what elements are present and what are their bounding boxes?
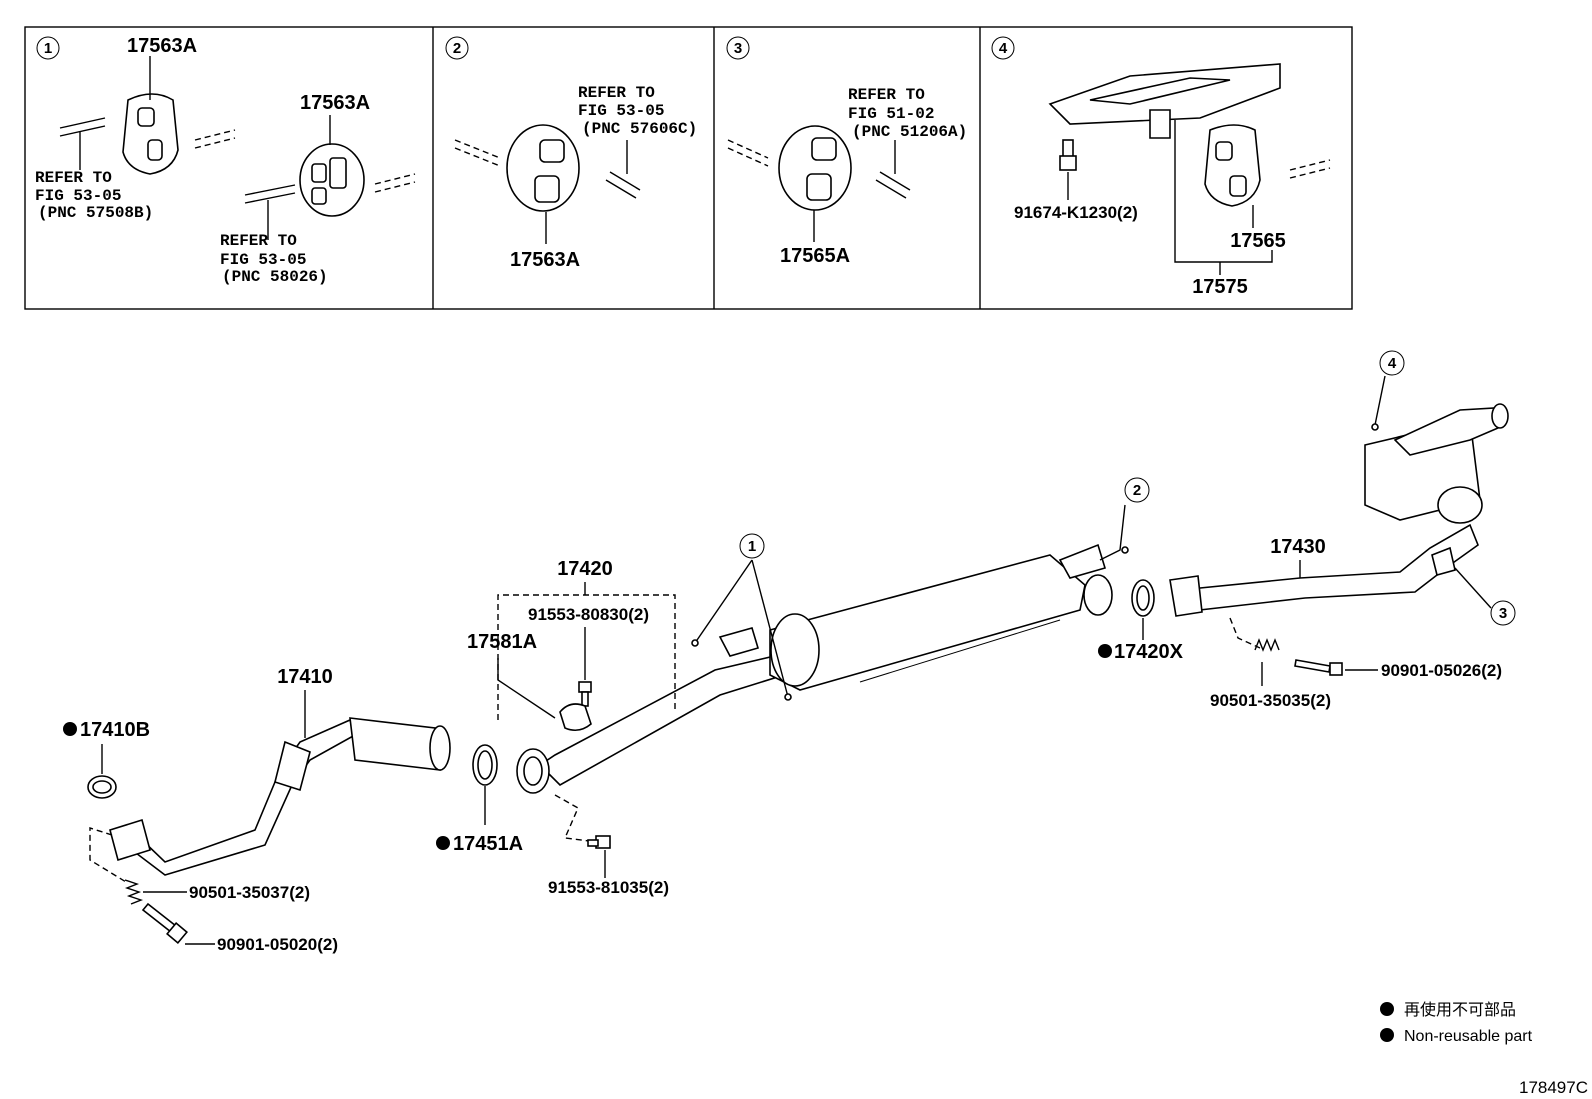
- part-label-17565: 17565: [1230, 230, 1286, 252]
- gasket-17410b-icon: [87, 775, 117, 799]
- spring-icon: [124, 879, 144, 905]
- part-label-17420x: 17420X: [1114, 641, 1184, 663]
- part-label-17563a-2: 17563A: [300, 92, 370, 114]
- part-label-17430: 17430: [1270, 536, 1326, 558]
- legend-en: Non-reusable part: [1404, 1028, 1533, 1045]
- bolt-icon: [141, 902, 188, 944]
- callout-1: 1: [739, 533, 765, 559]
- rubber-hanger-icon: [299, 143, 365, 217]
- bolt-icon: [587, 835, 611, 849]
- inset-1: 1 17563A REFER TO FIG 53-05 (PNC 57508B)…: [35, 35, 416, 286]
- inset-3: 3 REFER TO FIG 51-02 (PNC 51206A) 17565A: [726, 36, 967, 267]
- non-reusable-dot: [63, 722, 77, 736]
- inset-2: 2 REFER TO FIG 53-05 (PNC 57606C) 17563A: [445, 36, 697, 271]
- bolt-icon: [1059, 139, 1077, 171]
- inset-1-number-circle: [36, 36, 60, 60]
- ref1-line2: FIG 53-05: [35, 187, 121, 205]
- part-label-17451a: 17451A: [453, 833, 523, 855]
- ref-line1: REFER TO: [578, 84, 655, 102]
- inset-4: 4 91674-K1230(2) 17565 17575: [991, 36, 1331, 298]
- gasket-17451a-icon: [472, 744, 498, 786]
- part-label-17563a-1: 17563A: [127, 35, 197, 57]
- callout-3: 3: [1490, 600, 1516, 626]
- part-label-91553-81035: 91553-81035(2): [548, 878, 669, 897]
- gasket-17420x-icon: [1131, 579, 1155, 617]
- callout-2-number: 2: [1133, 482, 1141, 499]
- ref1-line3: (PNC 57508B): [38, 204, 153, 222]
- bracket-icon: [1048, 63, 1281, 139]
- non-reusable-dot: [1098, 644, 1112, 658]
- spring-icon: [1254, 638, 1280, 652]
- inset-4-number: 4: [999, 40, 1008, 57]
- ref-line2: FIG 53-05: [578, 102, 664, 120]
- legend-dot: [1380, 1028, 1394, 1042]
- part-label-90501-35037: 90501-35037(2): [189, 883, 310, 902]
- inset-1-number: 1: [44, 40, 52, 57]
- part-label-17563a-3: 17563A: [510, 249, 580, 271]
- inset-4-number-circle: [991, 36, 1015, 60]
- ref-line2: FIG 51-02: [848, 105, 934, 123]
- ref-line3: (PNC 57606C): [582, 120, 697, 138]
- legend: 再使用不可部品 Non-reusable part: [1380, 1001, 1533, 1045]
- callout-2: 2: [1124, 477, 1150, 503]
- legend-dot: [1380, 1002, 1394, 1016]
- part-label-90901-05020: 90901-05020(2): [217, 935, 338, 954]
- tail-pipe-17430: [1169, 403, 1509, 617]
- inset-3-number-circle: [726, 36, 750, 60]
- part-label-91553-80830: 91553-80830(2): [528, 605, 649, 624]
- inset-2-number: 2: [453, 40, 461, 57]
- part-label-17410: 17410: [277, 666, 333, 688]
- part-label-90501-35035: 90501-35035(2): [1210, 691, 1331, 710]
- callout-3-number: 3: [1499, 605, 1507, 622]
- part-label-17420: 17420: [557, 558, 613, 580]
- bolt-icon: [1294, 659, 1343, 676]
- ref2-line2: FIG 53-05: [220, 251, 306, 269]
- clamp-icon: [559, 703, 592, 732]
- non-reusable-dot: [436, 836, 450, 850]
- rubber-hanger-icon: [122, 93, 179, 175]
- front-pipe-17410: [109, 717, 451, 876]
- part-label-17581a: 17581A: [467, 631, 537, 653]
- bolt-icon: [578, 681, 592, 707]
- part-label-17575: 17575: [1192, 276, 1248, 298]
- rubber-hanger-icon: [506, 124, 580, 212]
- inset-panel-frame: [24, 26, 1353, 310]
- ref2-line3: (PNC 58026): [222, 268, 328, 286]
- figure-id: 178497C: [1519, 1078, 1588, 1097]
- inset-3-number: 3: [734, 40, 742, 57]
- ref-line1: REFER TO: [848, 86, 925, 104]
- part-label-90901-05026: 90901-05026(2): [1381, 661, 1502, 680]
- part-label-17410b: 17410B: [80, 719, 150, 741]
- part-label-17565a: 17565A: [780, 245, 850, 267]
- inset-2-number-circle: [445, 36, 469, 60]
- rubber-hanger-icon: [1204, 124, 1261, 207]
- ref1-line1: REFER TO: [35, 169, 112, 187]
- ref2-line1: REFER TO: [220, 232, 297, 250]
- legend-ja: 再使用不可部品: [1404, 1001, 1516, 1019]
- callout-1-number: 1: [748, 538, 756, 555]
- center-pipe-17420: [516, 543, 1113, 794]
- bolt-label-91674-k1230: 91674-K1230(2): [1014, 203, 1138, 222]
- callout-4-number: 4: [1388, 355, 1397, 372]
- rubber-hanger-icon: [778, 125, 852, 211]
- ref-line3: (PNC 51206A): [852, 123, 967, 141]
- callout-4: 4: [1379, 350, 1405, 376]
